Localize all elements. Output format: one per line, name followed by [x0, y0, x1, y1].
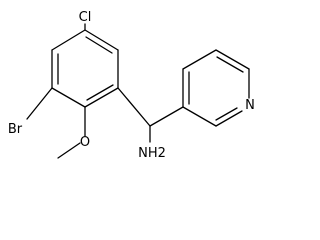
- bond-ch-pyridine: [149, 106, 184, 127]
- double-bond-a1-a2: [85, 36, 113, 54]
- bond-n-b6: [215, 110, 243, 127]
- bond-b2-b3: [182, 49, 217, 70]
- double-bond-a3-a4: [86, 84, 114, 101]
- bond-b6-b1: [182, 106, 217, 127]
- amine-label: NH2: [138, 146, 166, 161]
- bromine-label: Br: [8, 122, 23, 137]
- molecule-structure: Cl Br O NH2 N: [8, 10, 255, 161]
- pyridine-nitrogen-label: N: [245, 98, 255, 113]
- bond-ring-br: [26, 87, 53, 120]
- bond-a4-a5: [51, 87, 86, 108]
- chlorine-label: Cl: [79, 10, 92, 25]
- structure-canvas: Cl Br O NH2 N: [8, 10, 255, 161]
- double-bond-b3-b4: [216, 56, 244, 73]
- bond-o-methyl: [57, 142, 81, 159]
- pyridine-ring: [182, 49, 250, 127]
- bond-a6-a1: [51, 29, 86, 51]
- bond-ring-ch: [117, 87, 151, 127]
- double-bond-n-b6: [215, 107, 238, 121]
- bond-b3-b4: [215, 49, 250, 70]
- benzene-ring: [51, 29, 119, 108]
- bond-a3-a4: [84, 87, 119, 108]
- bond-a1-a2: [84, 29, 119, 51]
- oxygen-label: O: [80, 135, 90, 150]
